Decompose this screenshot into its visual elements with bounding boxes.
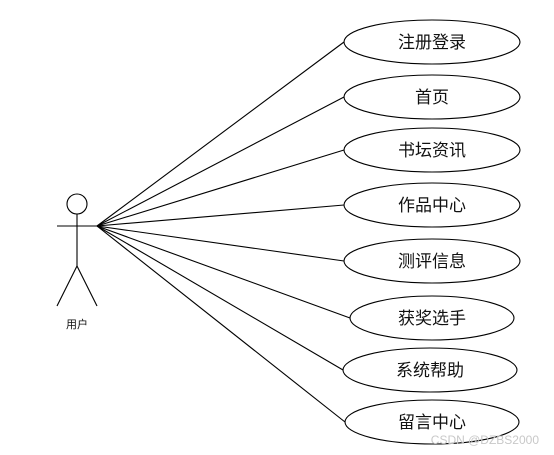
use-case-label: 书坛资讯	[398, 141, 466, 161]
use-case-award-winners: 获奖选手	[349, 295, 515, 341]
use-case-ellipse	[343, 19, 521, 65]
actor-label: 用户	[66, 317, 88, 331]
use-case-ellipse	[349, 295, 515, 341]
association-line	[96, 225, 351, 319]
association-line	[96, 41, 345, 227]
use-case-system-help: 系统帮助	[342, 347, 518, 393]
use-case-label: 系统帮助	[396, 361, 464, 381]
association-line	[96, 225, 344, 371]
actor-user: 用户	[56, 193, 98, 331]
use-case-ellipse	[342, 347, 518, 393]
association-line	[96, 204, 345, 227]
use-case-message-center: 留言中心	[344, 399, 520, 445]
watermark: CSDN @DZBS2000	[431, 433, 540, 447]
use-case-ellipse	[343, 182, 521, 228]
use-case-label: 作品中心	[398, 196, 466, 216]
association-line	[96, 225, 345, 262]
use-case-works-center: 作品中心	[343, 182, 521, 228]
associations	[96, 41, 351, 423]
use-case-label: 获奖选手	[398, 309, 466, 329]
use-case-evaluation-info: 测评信息	[343, 238, 521, 284]
actor-right-leg	[76, 265, 98, 307]
use-case-label: 留言中心	[398, 413, 466, 433]
association-line	[96, 225, 346, 423]
use-case-ellipse	[343, 127, 521, 173]
actor-head	[66, 193, 88, 215]
use-case-ellipse	[343, 238, 521, 284]
use-case-ellipse	[343, 74, 521, 120]
actor-left-leg	[56, 265, 78, 307]
use-case-register-login: 注册登录	[343, 19, 521, 65]
use-case-label: 测评信息	[398, 252, 466, 272]
association-line	[96, 149, 345, 227]
association-line	[96, 96, 345, 227]
use-case-ellipse	[344, 399, 520, 445]
use-cases: 注册登录 首页 书坛资讯 作品中心 测评信息 获奖选手 系统帮助 留言中心	[342, 19, 521, 445]
use-case-label: 注册登录	[398, 33, 466, 53]
use-case-label: 首页	[415, 88, 449, 108]
use-case-home: 首页	[343, 74, 521, 120]
use-case-forum-news: 书坛资讯	[343, 127, 521, 173]
